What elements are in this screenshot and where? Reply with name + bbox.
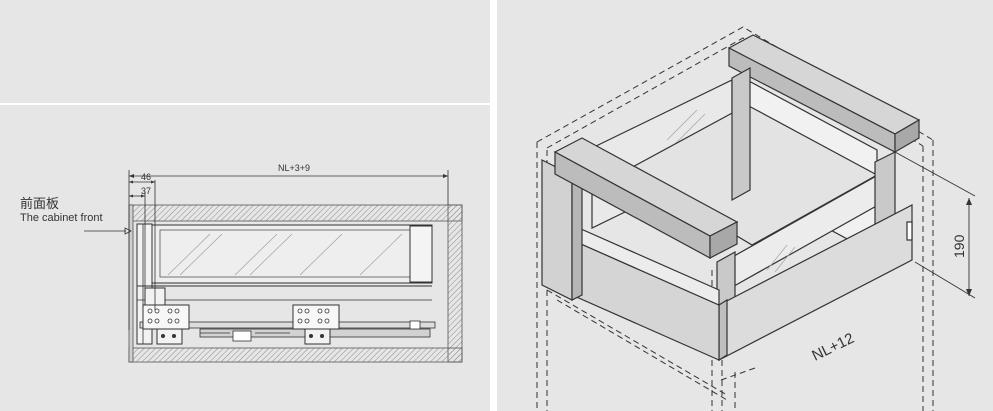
isometric-view-panel: 190 NL+12 (497, 0, 993, 411)
dim-46-label: 46 (141, 172, 151, 182)
cabinet-front-label-en: The cabinet front (20, 212, 103, 224)
cabinet-front-label-cn: 前面板 (20, 196, 60, 211)
cabinet-walls (128, 204, 463, 363)
dim-total-label: NL+3+9 (278, 163, 310, 173)
dim-190-label: 190 (951, 234, 967, 258)
dim-nl-label: NL+12 (809, 330, 857, 365)
isometric-drawing: 190 NL+12 (536, 26, 976, 411)
front-leader-arrow (84, 227, 132, 235)
panel-divider (0, 103, 490, 105)
drawer-front (571, 204, 913, 362)
section-view-panel: 前面板 The cabinet front (0, 0, 490, 411)
dimension-lines (128, 170, 449, 330)
glass-side-panel (151, 224, 433, 284)
front-coupling-block (142, 287, 190, 345)
section-view-drawing: NL+3+9 46 37 (84, 163, 463, 363)
dim-37-label: 37 (141, 186, 151, 196)
height-dimension (894, 151, 976, 299)
cabinet-front-rail (541, 137, 739, 301)
rear-coupling-block (200, 304, 340, 345)
cabinet-back-rail (727, 34, 921, 154)
